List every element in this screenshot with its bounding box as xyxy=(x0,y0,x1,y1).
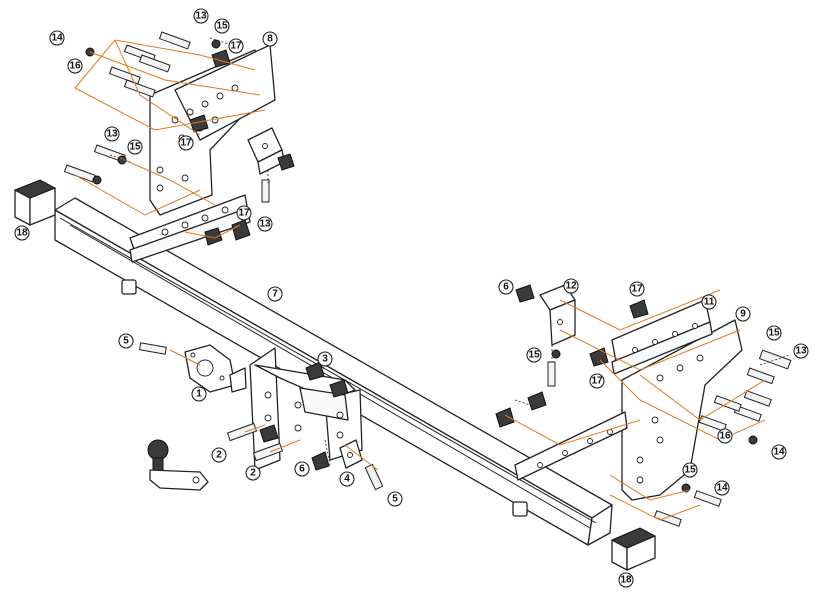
svg-text:17: 17 xyxy=(230,41,242,52)
callout-6b: 6 xyxy=(498,279,514,295)
end-cap-right xyxy=(610,527,657,571)
callout-6a: 6 xyxy=(294,461,310,477)
callout-4: 4 xyxy=(339,471,355,487)
callout-2b: 2 xyxy=(245,465,261,481)
alignment-lines xyxy=(109,37,791,466)
callout-13c: 13 xyxy=(257,216,273,232)
svg-text:14: 14 xyxy=(716,483,728,494)
svg-text:17: 17 xyxy=(238,208,250,219)
callout-15a: 15 xyxy=(214,18,230,34)
callout-14a: 14 xyxy=(49,30,65,46)
callout-9: 9 xyxy=(735,306,751,322)
callout-15b: 15 xyxy=(127,139,143,155)
svg-text:11: 11 xyxy=(704,297,715,308)
callout-7: 7 xyxy=(267,286,283,302)
callout-11: 11 xyxy=(701,294,717,310)
svg-text:12: 12 xyxy=(565,281,577,292)
svg-text:14: 14 xyxy=(51,33,63,44)
svg-text:16: 16 xyxy=(719,431,731,442)
callout-17c: 17 xyxy=(236,205,252,221)
callout-13e: 14 xyxy=(714,480,730,496)
callout-1: 1 xyxy=(191,386,207,402)
svg-text:14: 14 xyxy=(773,447,785,458)
svg-text:2: 2 xyxy=(216,450,222,461)
fasteners xyxy=(63,31,792,527)
svg-text:18: 18 xyxy=(16,228,28,239)
svg-text:5: 5 xyxy=(392,494,398,505)
callouts: 1 2 2 3 4 5 5 6 6 7 8 9 11 12 13 13 13 1… xyxy=(14,8,809,588)
svg-text:9: 9 xyxy=(740,309,746,320)
svg-text:3: 3 xyxy=(322,354,328,365)
callout-17b: 17 xyxy=(178,135,194,151)
callout-12: 12 xyxy=(563,278,579,294)
socket-plate xyxy=(184,344,247,393)
callout-18b: 18 xyxy=(618,572,634,588)
svg-text:15: 15 xyxy=(129,142,141,153)
callout-15c: 15 xyxy=(766,325,782,341)
svg-text:1: 1 xyxy=(196,389,202,400)
callout-8: 8 xyxy=(262,31,278,47)
svg-text:2: 2 xyxy=(250,468,256,479)
svg-text:6: 6 xyxy=(503,282,509,293)
callout-15e: 15 xyxy=(526,347,542,363)
callout-14b: 14 xyxy=(771,444,787,460)
callout-17e: 17 xyxy=(589,373,605,389)
leader-lines xyxy=(74,39,766,521)
left-side-bracket xyxy=(129,44,276,263)
svg-text:4: 4 xyxy=(344,474,350,485)
svg-text:7: 7 xyxy=(272,289,278,300)
svg-text:15: 15 xyxy=(528,350,540,361)
svg-text:18: 18 xyxy=(620,575,632,586)
svg-text:15: 15 xyxy=(684,465,696,476)
svg-text:5: 5 xyxy=(123,336,129,347)
svg-text:13: 13 xyxy=(259,219,271,230)
svg-text:8: 8 xyxy=(267,34,273,45)
small-plate xyxy=(339,439,363,469)
end-cap-left xyxy=(13,179,57,226)
svg-text:13: 13 xyxy=(106,129,118,140)
svg-text:13: 13 xyxy=(795,346,807,357)
svg-text:16: 16 xyxy=(69,61,81,72)
tow-ball xyxy=(147,439,209,491)
callout-13d: 13 xyxy=(793,343,809,359)
angle-bracket-right xyxy=(539,284,576,346)
svg-text:17: 17 xyxy=(180,138,192,149)
svg-text:6: 6 xyxy=(299,464,305,475)
callout-16b: 16 xyxy=(717,428,733,444)
callout-2a: 2 xyxy=(211,447,227,463)
callout-17d: 17 xyxy=(629,281,645,297)
callout-17a: 17 xyxy=(228,38,244,54)
svg-text:17: 17 xyxy=(591,376,603,387)
callout-15d: 15 xyxy=(682,462,698,478)
callout-18a: 18 xyxy=(14,225,30,241)
callout-13b: 13 xyxy=(104,126,120,142)
callout-5a: 5 xyxy=(118,333,134,349)
svg-text:17: 17 xyxy=(631,284,643,295)
angle-bracket-left xyxy=(247,127,285,175)
callout-3: 3 xyxy=(317,351,333,367)
callout-16a: 16 xyxy=(67,58,83,74)
svg-text:13: 13 xyxy=(195,11,207,22)
callout-13a: 13 xyxy=(193,8,209,24)
callout-5b: 5 xyxy=(387,491,403,507)
svg-text:15: 15 xyxy=(216,21,228,32)
svg-text:15: 15 xyxy=(768,328,780,339)
